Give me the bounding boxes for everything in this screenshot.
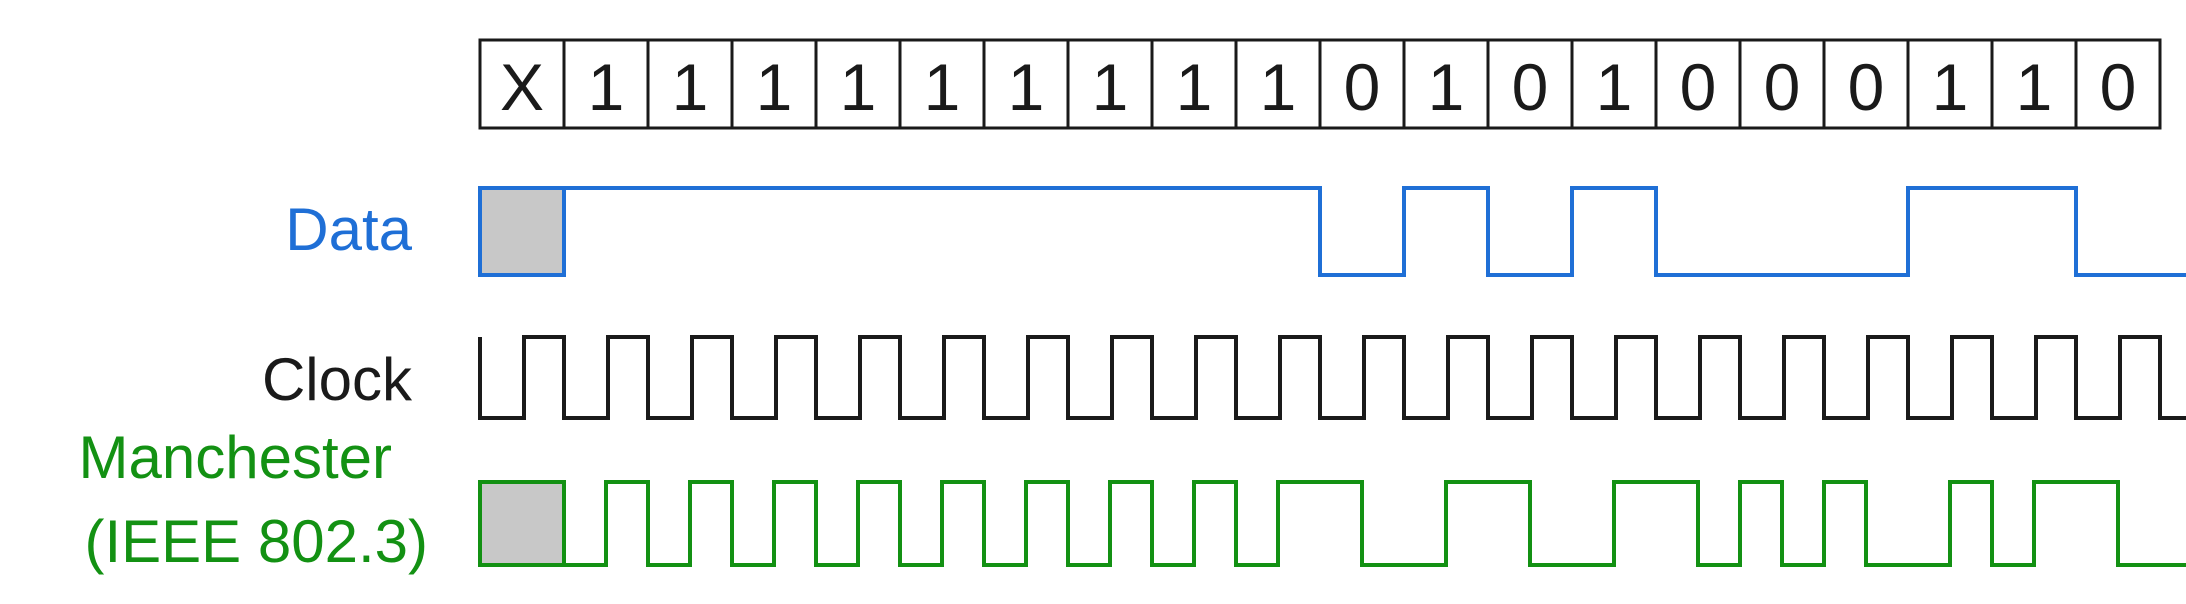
bit-value: 0 bbox=[1680, 50, 1717, 124]
bit-value: 1 bbox=[1176, 50, 1213, 124]
data-signal-waveform bbox=[564, 186, 2186, 277]
bit-value: 1 bbox=[1596, 50, 1633, 124]
manchester-undefined-bit bbox=[478, 480, 566, 567]
bit-value: 0 bbox=[1344, 50, 1381, 124]
manchester-label-line2: (IEEE 802.3) bbox=[84, 508, 428, 575]
manchester-signal-waveform bbox=[564, 480, 2186, 567]
bit-value: 1 bbox=[1932, 50, 1969, 124]
bit-value: 0 bbox=[1512, 50, 1549, 124]
bit-value: 1 bbox=[1428, 50, 1465, 124]
bit-value: 0 bbox=[1764, 50, 1801, 124]
bit-value: X bbox=[500, 50, 544, 124]
bit-value: 1 bbox=[1008, 50, 1045, 124]
bit-value: 1 bbox=[1092, 50, 1129, 124]
manchester-label-line1: Manchester bbox=[79, 424, 392, 491]
clock-label: Clock bbox=[262, 346, 413, 413]
bit-value: 1 bbox=[2016, 50, 2053, 124]
bit-value: 1 bbox=[672, 50, 709, 124]
bit-value: 0 bbox=[2100, 50, 2137, 124]
data-label: Data bbox=[285, 196, 412, 263]
bit-value: 1 bbox=[1260, 50, 1297, 124]
bit-value: 1 bbox=[588, 50, 625, 124]
bit-value: 1 bbox=[924, 50, 961, 124]
bit-value: 1 bbox=[756, 50, 793, 124]
bit-value: 1 bbox=[840, 50, 877, 124]
clock-signal-waveform bbox=[478, 335, 2186, 420]
data-undefined-bit bbox=[478, 186, 566, 277]
bit-cell bbox=[2074, 38, 2162, 130]
bit-value: 0 bbox=[1848, 50, 1885, 124]
